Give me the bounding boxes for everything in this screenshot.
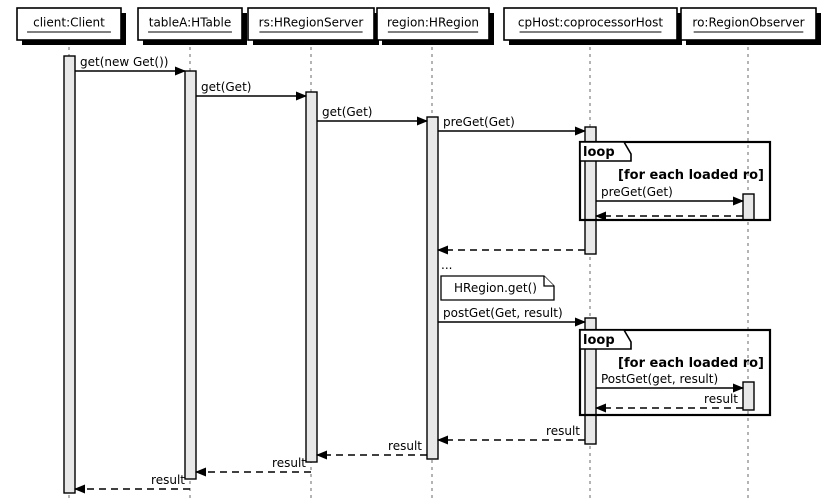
message-label: result	[151, 473, 185, 487]
fragment-operator-label: loop	[583, 145, 615, 160]
notes-layer: ...HRegion.get()	[440, 258, 555, 301]
message-m3: get(Get)	[317, 105, 428, 126]
fragment-operator-tab	[579, 329, 632, 350]
participants-layer: client:Client tableA:HTable rs:HRegionServ…	[16, 7, 821, 45]
message-label: PostGet(get, result)	[601, 372, 718, 386]
message-label: get(Get)	[322, 105, 372, 119]
activation-bar-ro	[742, 381, 755, 411]
participant-label: ro:RegionObserver	[692, 16, 804, 30]
message-m9: PostGet(get, result)	[596, 372, 744, 393]
message-m10: result	[595, 392, 743, 413]
participant-rs[interactable]: rs:HRegionServer	[247, 7, 379, 45]
participant-region[interactable]: region:HRegion	[376, 7, 494, 45]
fragment-operator-label: loop	[583, 333, 615, 348]
message-m4: preGet(Get)	[438, 115, 586, 136]
message-label: postGet(Get, result)	[443, 306, 563, 320]
activation-bar-ro	[742, 193, 755, 221]
participant-client[interactable]: client:Client	[16, 7, 126, 45]
participant-box[interactable]	[247, 7, 375, 41]
activations-layer	[63, 55, 755, 494]
message-label: result	[388, 439, 422, 453]
message-m13: result	[195, 456, 311, 477]
participant-box[interactable]	[376, 7, 490, 41]
message-m2: get(Get)	[196, 80, 307, 101]
activation-bar-cpHost	[584, 126, 597, 255]
message-m1: get(new Get())	[75, 55, 186, 76]
fragment-condition-label: [for each loaded ro]	[618, 168, 764, 183]
fragment-operator-tab	[579, 141, 632, 162]
fragments-layer: loop[for each loaded ro]loop[for each lo…	[578, 140, 772, 417]
activation-bar-rs	[305, 91, 318, 463]
annotation-ellipsis: ...	[441, 258, 452, 272]
message-label: get(new Get())	[80, 55, 168, 69]
message-label: result	[704, 392, 738, 406]
participant-tableA[interactable]: tableA:HTable	[137, 7, 247, 45]
activation-bar-region	[426, 116, 439, 460]
message-label: result	[546, 424, 580, 438]
combined-fragment-loop: loop[for each loaded ro]	[578, 140, 772, 222]
fragment-border	[578, 328, 772, 417]
message-m12: result	[316, 439, 427, 460]
participant-label: cpHost:coprocessorHost	[518, 16, 664, 30]
note-body	[440, 275, 555, 301]
activation-bar-tableA	[184, 70, 197, 480]
fragment-condition-label: [for each loaded ro]	[618, 356, 764, 371]
participant-ro[interactable]: ro:RegionObserver	[680, 7, 821, 45]
message-m5: preGet(Get)	[596, 185, 744, 206]
message-m14: result	[74, 473, 190, 494]
message-label: preGet(Get)	[601, 185, 673, 199]
combined-fragment-loop: loop[for each loaded ro]	[578, 328, 772, 417]
messages-layer: get(new Get()) get(Get) get(Get) preGet(Get…	[74, 55, 744, 494]
message-label: get(Get)	[201, 80, 251, 94]
note-note-hregion-get: HRegion.get()	[440, 275, 555, 301]
note-text: HRegion.get()	[454, 281, 537, 295]
activation-bar-cpHost	[584, 317, 597, 445]
participant-box[interactable]	[16, 7, 122, 41]
note-fold-corner	[543, 276, 554, 287]
participant-label: client:Client	[33, 16, 105, 30]
message-m8: postGet(Get, result)	[438, 306, 586, 327]
participant-cpHost[interactable]: cpHost:coprocessorHost	[503, 7, 682, 45]
message-label: result	[272, 456, 306, 470]
participant-label: rs:HRegionServer	[259, 16, 364, 30]
message-label: preGet(Get)	[443, 115, 515, 129]
participant-label: tableA:HTable	[149, 16, 232, 30]
message-m11: result	[437, 424, 585, 445]
activation-bar-client	[63, 55, 76, 494]
participant-box[interactable]	[680, 7, 817, 41]
participant-label: region:HRegion	[387, 16, 479, 30]
fragment-border	[578, 140, 772, 222]
participant-box[interactable]	[137, 7, 243, 41]
participant-box[interactable]	[503, 7, 678, 41]
lifelines-layer	[68, 40, 749, 500]
